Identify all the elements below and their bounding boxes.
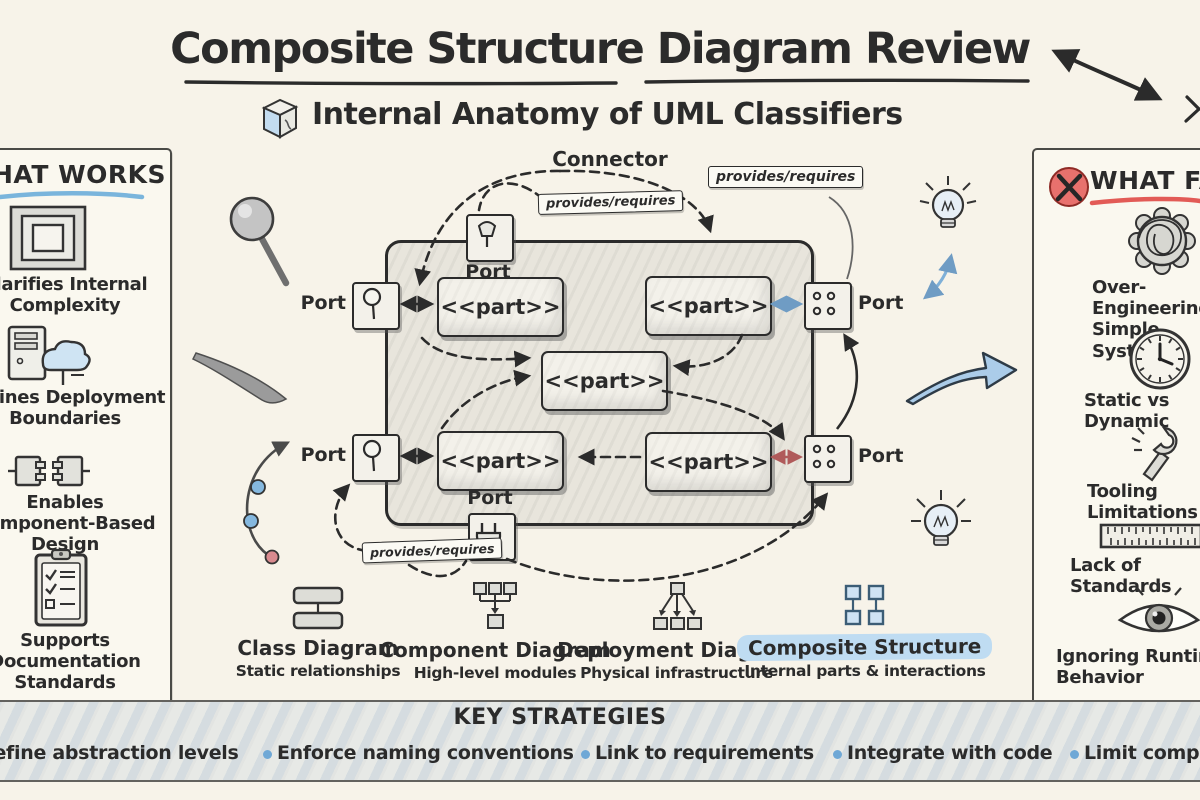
- components-icon: [8, 450, 90, 496]
- part-box-top-right: <<part>>: [645, 276, 772, 336]
- works-item-label: Defines Deployment Boundaries: [0, 387, 166, 430]
- diagram-type-name: Composite Structure: [737, 632, 993, 662]
- title-underline: [184, 78, 1030, 86]
- port-right-lower: [804, 435, 852, 483]
- diagram-type-name: Class Diagram: [237, 636, 399, 660]
- diagram-type-composite: Composite Structure Internal parts & int…: [737, 583, 993, 680]
- port-label: Port: [467, 487, 513, 509]
- port-label: Port: [858, 292, 904, 314]
- eye-icon: [1115, 582, 1200, 644]
- strategy-item: Enforce naming conventions: [277, 742, 574, 764]
- fails-item-label: Tooling Limitations: [1087, 481, 1198, 524]
- strategy-item: Define abstraction levels: [0, 742, 239, 764]
- fails-item-label: Lack of Standards: [1070, 555, 1172, 598]
- blue-swoosh-arrow: [905, 351, 1018, 406]
- broken-wrench-icon: [1128, 420, 1192, 486]
- part-box-bottom-right: <<part>>: [645, 432, 772, 492]
- works-item-label: Clarifies Internal Complexity: [0, 274, 148, 317]
- part-box-middle: <<part>>: [541, 351, 668, 411]
- port-top: [466, 214, 514, 262]
- works-item-label: Enables Component-Based Design: [0, 492, 156, 556]
- diagram-type-desc: High-level modules: [413, 664, 577, 682]
- nested-squares-icon: [9, 205, 87, 275]
- right-ports-arrow: [835, 333, 860, 430]
- port-label: Port: [300, 292, 346, 314]
- port-label: Port: [465, 261, 511, 283]
- what-fails-header: WHAT FAILS: [1090, 166, 1200, 195]
- key-strategies-header: KEY STRATEGIES: [453, 705, 667, 730]
- page-title: Composite Structure Diagram Review: [170, 24, 1031, 74]
- edge-mark: [1184, 95, 1200, 123]
- diagram-type-desc: Physical infrastructure: [580, 664, 773, 682]
- strategy-item: Limit complexity: [1084, 742, 1200, 764]
- diagram-type-desc: Static relationships: [235, 662, 401, 680]
- bullet-icon: [581, 750, 590, 759]
- what-works-header: WHAT WORKS: [0, 160, 167, 189]
- gray-swoosh-arrow: [191, 352, 288, 404]
- strategy-item: Link to requirements: [595, 742, 814, 764]
- lightbulb-icon: [911, 490, 971, 546]
- fails-item-label: Ignoring Runtime Behavior: [1056, 646, 1200, 689]
- part-box-top-left: <<part>>: [437, 277, 564, 337]
- fails-item-label: Static vs Dynamic: [1084, 390, 1170, 433]
- page-subtitle: Internal Anatomy of UML Classifiers: [312, 97, 903, 132]
- connector-label: Connector: [552, 147, 668, 171]
- class-diagram-icon: [292, 586, 344, 630]
- port-right-upper: [804, 282, 852, 330]
- composite-structure-icon: [844, 584, 885, 626]
- diagram-type-desc: Internal parts & interactions: [744, 662, 986, 680]
- key-strategies-bar: KEY STRATEGIES Define abstraction levels…: [0, 700, 1200, 782]
- port-label: Port: [300, 444, 346, 466]
- strategy-item: Integrate with code: [847, 742, 1053, 764]
- bullet-icon: [1070, 750, 1079, 759]
- provides-requires-label: provides/requires: [537, 190, 684, 215]
- lollipop-decoration-icon: [229, 196, 290, 287]
- port-label: Port: [858, 445, 904, 467]
- what-works-panel: WHAT WORKS Clarifies Internal Complexity…: [0, 148, 172, 709]
- component-diagram-icon: [473, 582, 517, 629]
- pr-right-link-line: [828, 196, 854, 280]
- bead-chain-arrow: [243, 441, 291, 565]
- error-x-icon: [1046, 164, 1092, 214]
- works-item-label: Supports Documentation Standards: [0, 630, 141, 694]
- bullet-icon: [263, 750, 272, 759]
- part-box-bottom-left: <<part>>: [437, 431, 564, 491]
- diagram-type-component: Component Diagram High-level modules: [379, 581, 611, 682]
- server-cloud-icon: [5, 324, 91, 392]
- bullet-icon: [833, 750, 842, 759]
- provides-requires-label: provides/requires: [708, 166, 864, 188]
- diagram-type-class: Class Diagram Static relationships: [212, 585, 424, 680]
- lightbulb-icon: [919, 176, 977, 228]
- tangled-gear-icon: [1125, 204, 1199, 282]
- deployment-diagram-icon: [652, 582, 702, 630]
- diagram-type-name: Component Diagram: [379, 638, 611, 662]
- cube-icon: [258, 92, 302, 144]
- clock-icon: [1128, 327, 1192, 395]
- what-fails-panel: WHAT FAILS Over-Engineering Simple Syste…: [1032, 148, 1200, 709]
- port-left-lower: [352, 434, 400, 482]
- ruler-icon: [1099, 522, 1200, 554]
- blue-double-arrow: [922, 253, 958, 300]
- port-left-upper: [352, 282, 400, 330]
- checklist-icon: [30, 548, 92, 632]
